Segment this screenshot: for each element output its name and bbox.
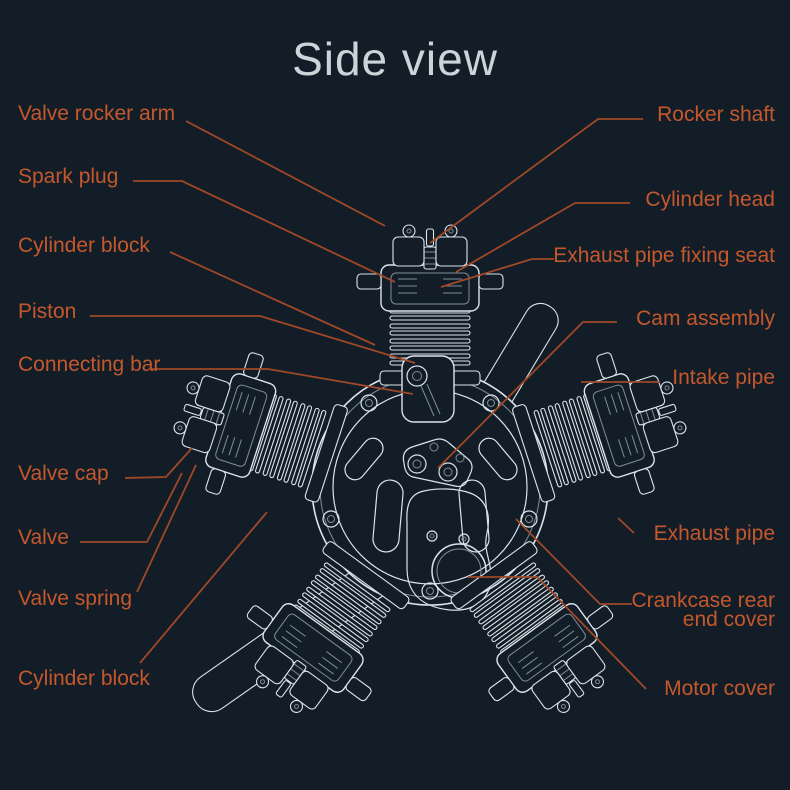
leader-line-piston	[90, 315, 416, 364]
part-label-connecting-bar: Connecting bar	[18, 353, 161, 376]
part-label-exhaust-pipe: Exhaust pipe	[653, 522, 775, 545]
case-bolt	[322, 394, 538, 600]
leader-line-motor-cover	[468, 576, 647, 690]
part-label-cylinder-head: Cylinder head	[645, 188, 775, 211]
leader-line-rocker-shaft	[429, 118, 643, 244]
part-label-cylinder-block-lower: Cylinder block	[18, 667, 150, 690]
leader-line-cylinder-block-upper	[169, 251, 376, 346]
page-title: Side view	[292, 33, 498, 85]
part-label-valve-rocker-arm: Valve rocker arm	[18, 102, 176, 125]
leader-line-valve	[80, 472, 183, 543]
part-label-valve-spring: Valve spring	[18, 587, 133, 610]
part-label-piston: Piston	[18, 300, 77, 323]
leader-line-valve-rocker-arm	[185, 120, 386, 227]
part-label-exhaust-pipe-fixing-seat: Exhaust pipe fixing seat	[553, 244, 775, 267]
part-label-valve-cap: Valve cap	[18, 462, 109, 485]
crankcase	[311, 368, 549, 611]
part-label-intake-pipe: Intake pipe	[672, 366, 775, 389]
part-label-cam-assembly: Cam assembly	[636, 307, 775, 330]
leader-line-cylinder-block-lower	[139, 511, 268, 664]
part-label-motor-cover: Motor cover	[664, 677, 775, 700]
leader-line-valve-spring	[136, 464, 197, 593]
leader-line-crankcase-rear-end-cover	[515, 518, 632, 605]
part-label-cylinder-block-upper: Cylinder block	[18, 234, 150, 257]
leader-line-cylinder-head	[455, 202, 630, 273]
piston-window	[401, 355, 455, 423]
part-label-valve: Valve	[18, 526, 69, 549]
leader-line-valve-cap	[124, 447, 193, 479]
leader-line-exhaust-pipe-fixing-seat	[440, 258, 554, 288]
leader-line-exhaust-pipe	[617, 517, 635, 534]
part-label-rocker-shaft: Rocker shaft	[657, 103, 775, 126]
cam-assembly-plate	[402, 438, 473, 488]
leader-line-cam-assembly	[437, 321, 617, 469]
leader-line-connecting-bar	[152, 368, 414, 395]
part-label-crankcase-rear-end-cover: Crankcase rear end cover	[631, 589, 775, 631]
leader-line-spark-plug	[133, 180, 396, 283]
part-label-spark-plug: Spark plug	[18, 165, 119, 188]
